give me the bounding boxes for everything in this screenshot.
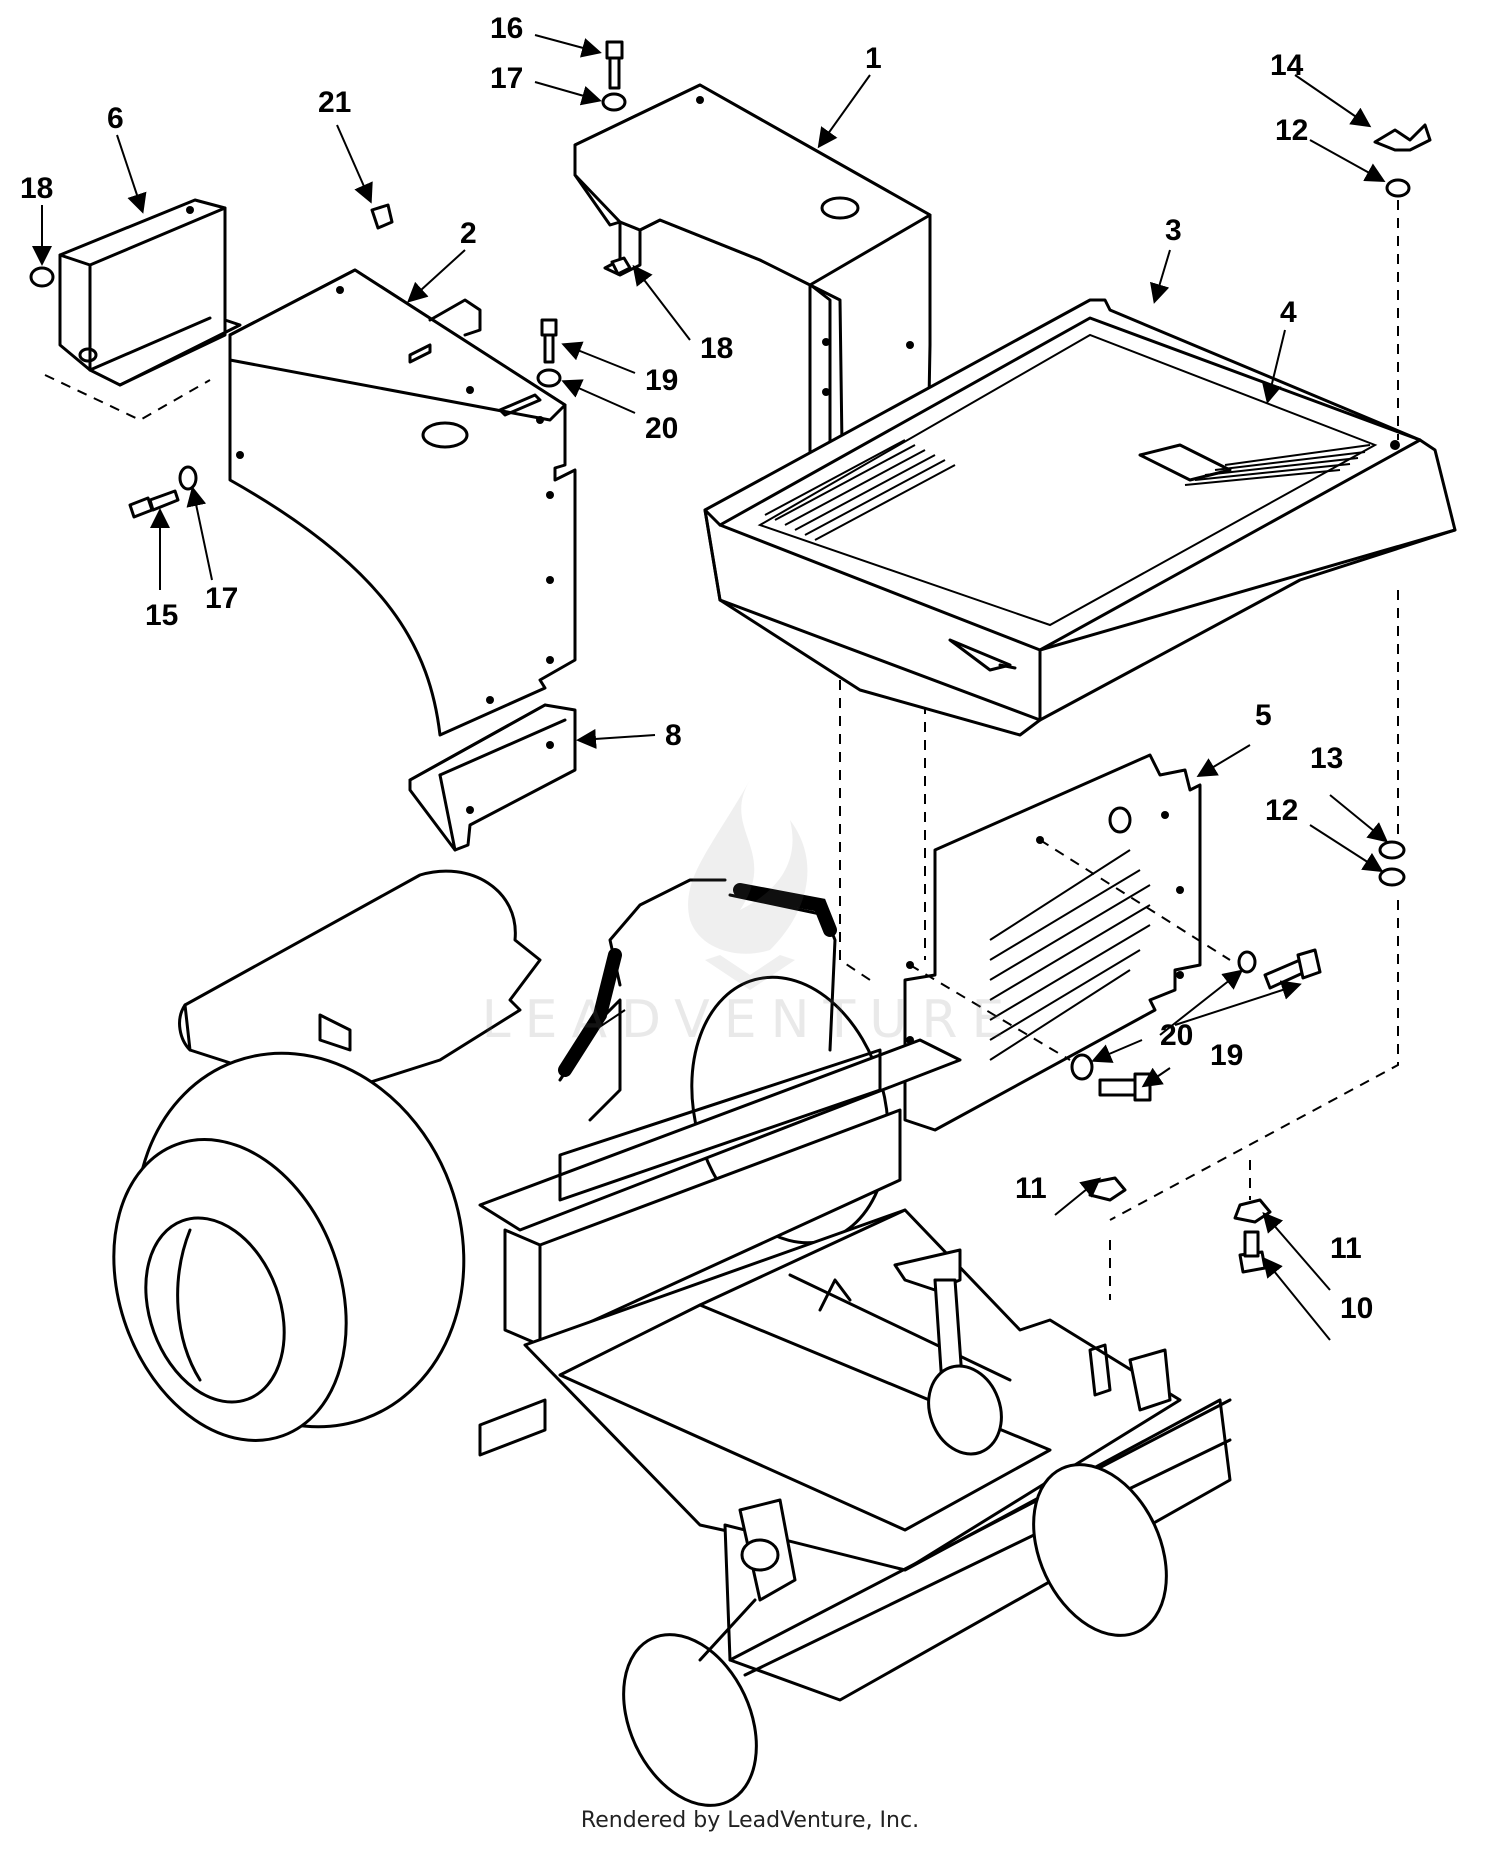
part-5-grille-panel bbox=[903, 753, 1231, 1132]
callout-10: 10 bbox=[1340, 1292, 1373, 1325]
grille-slots bbox=[989, 849, 1151, 1061]
callout-15: 15 bbox=[145, 599, 178, 632]
callout-20: 20 bbox=[645, 412, 678, 445]
footer-credit: Rendered by LeadVenture, Inc. bbox=[580, 1808, 920, 1833]
part-8-lower-bracket bbox=[408, 703, 577, 852]
callout-17: 17 bbox=[490, 62, 523, 95]
frame-assembly bbox=[112, 869, 1232, 1807]
callout-21: 21 bbox=[318, 86, 351, 119]
callout-2: 2 bbox=[460, 217, 477, 250]
seat-ribs-right bbox=[1184, 444, 1371, 486]
callout-18: 18 bbox=[700, 332, 733, 365]
callout-6: 6 bbox=[107, 102, 124, 135]
callout-8: 8 bbox=[665, 719, 682, 752]
callout-14: 14 bbox=[1270, 49, 1304, 82]
callout-13: 13 bbox=[1310, 742, 1343, 775]
part-6-bracket bbox=[58, 198, 242, 387]
callout-12: 12 bbox=[1265, 794, 1298, 827]
callout-5: 5 bbox=[1255, 699, 1272, 732]
callout-1: 1 bbox=[865, 42, 882, 75]
callout-17: 17 bbox=[205, 582, 238, 615]
callout-19: 19 bbox=[645, 364, 678, 397]
callout-16: 16 bbox=[490, 12, 523, 45]
callout-3: 3 bbox=[1165, 214, 1182, 247]
callout-11: 11 bbox=[1330, 1232, 1362, 1265]
callout-4: 4 bbox=[1280, 296, 1297, 329]
leader-arrows bbox=[32, 34, 1389, 1341]
callout-11: 11 bbox=[1015, 1172, 1047, 1205]
seat-ribs-left bbox=[764, 439, 956, 541]
hardware bbox=[29, 40, 1432, 1300]
part-3-seat-pan bbox=[703, 298, 1457, 737]
callout-19: 19 bbox=[1210, 1039, 1243, 1072]
callout-12: 12 bbox=[1275, 114, 1308, 147]
callout-20: 20 bbox=[1160, 1019, 1193, 1052]
callout-18: 18 bbox=[20, 172, 53, 205]
callout-labels: 16 17 1 14 12 21 6 18 2 3 4 18 19 20 15 … bbox=[20, 12, 1373, 1325]
part-2-side-panel bbox=[44, 268, 577, 737]
